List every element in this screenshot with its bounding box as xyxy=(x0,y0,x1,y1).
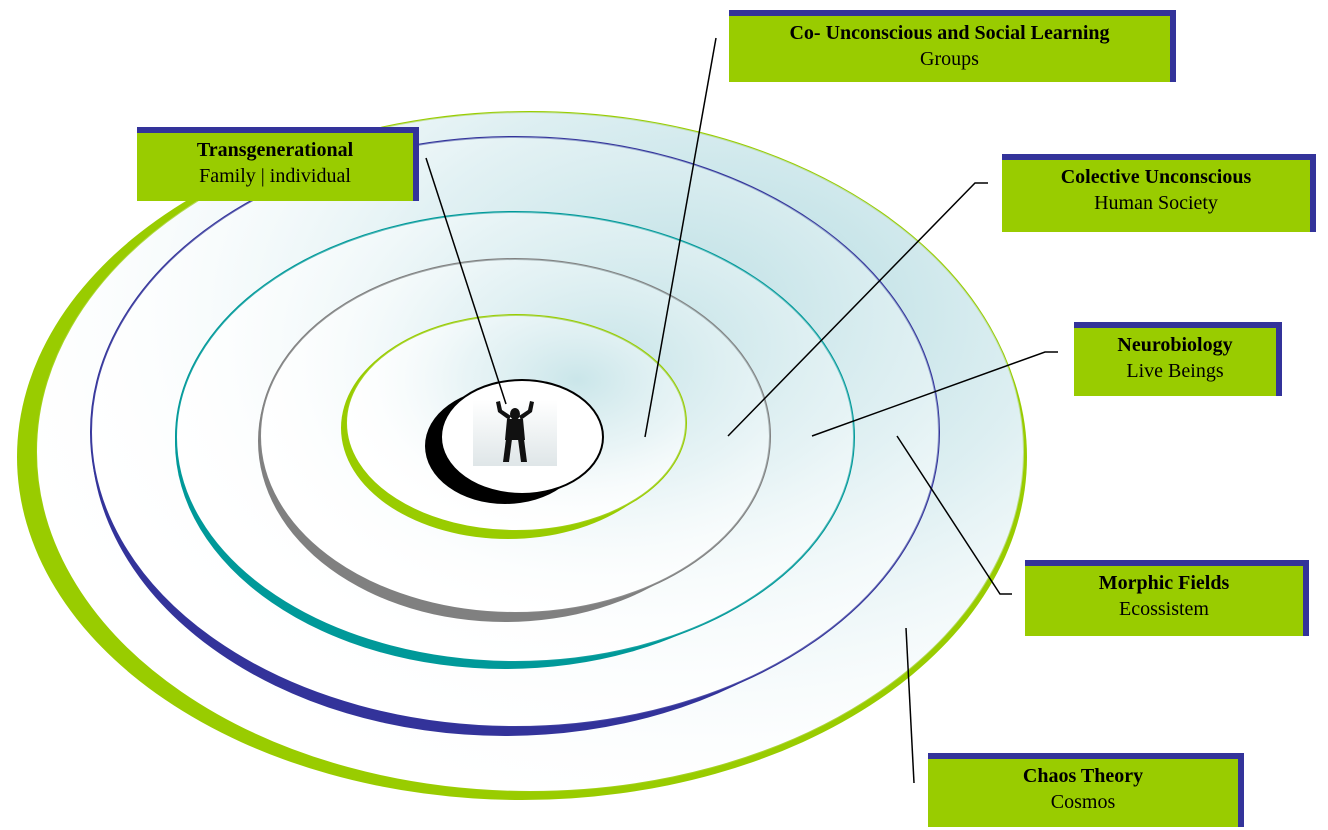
connector-cosmos xyxy=(905,627,915,784)
label-groups-subtitle: Groups xyxy=(920,48,979,70)
label-beings-subtitle: Live Beings xyxy=(1126,360,1224,382)
label-society-title: Colective Unconscious xyxy=(1060,166,1252,188)
connector-family xyxy=(425,157,507,405)
label-ecosystem-title: Morphic Fields xyxy=(1098,572,1230,594)
connector-groups xyxy=(644,37,717,438)
label-family-title: Transgenerational xyxy=(196,139,354,161)
connector-beings xyxy=(811,351,1058,437)
connector-ecosystem xyxy=(896,435,1012,595)
label-cosmos-subtitle: Cosmos xyxy=(1050,791,1116,813)
label-ecosystem-subtitle: Ecossistem xyxy=(1119,598,1209,620)
person-arms-raised-icon xyxy=(473,400,557,466)
label-groups: Co- Unconscious and Social Learning Grou… xyxy=(729,10,1176,82)
label-ecosystem: Morphic Fields Ecossistem xyxy=(1025,560,1309,636)
label-family-subtitle: Family | individual xyxy=(199,165,351,187)
label-beings-title: Neurobiology xyxy=(1117,334,1233,356)
label-society: Colective Unconscious Human Society xyxy=(1002,154,1316,232)
label-cosmos: Chaos Theory Cosmos xyxy=(928,753,1244,827)
connector-society xyxy=(727,182,988,437)
label-beings: Neurobiology Live Beings xyxy=(1074,322,1282,396)
label-society-subtitle: Human Society xyxy=(1094,192,1218,214)
label-family: Transgenerational Family | individual xyxy=(137,127,419,201)
label-cosmos-title: Chaos Theory xyxy=(1022,765,1144,787)
label-groups-title: Co- Unconscious and Social Learning xyxy=(789,22,1110,44)
